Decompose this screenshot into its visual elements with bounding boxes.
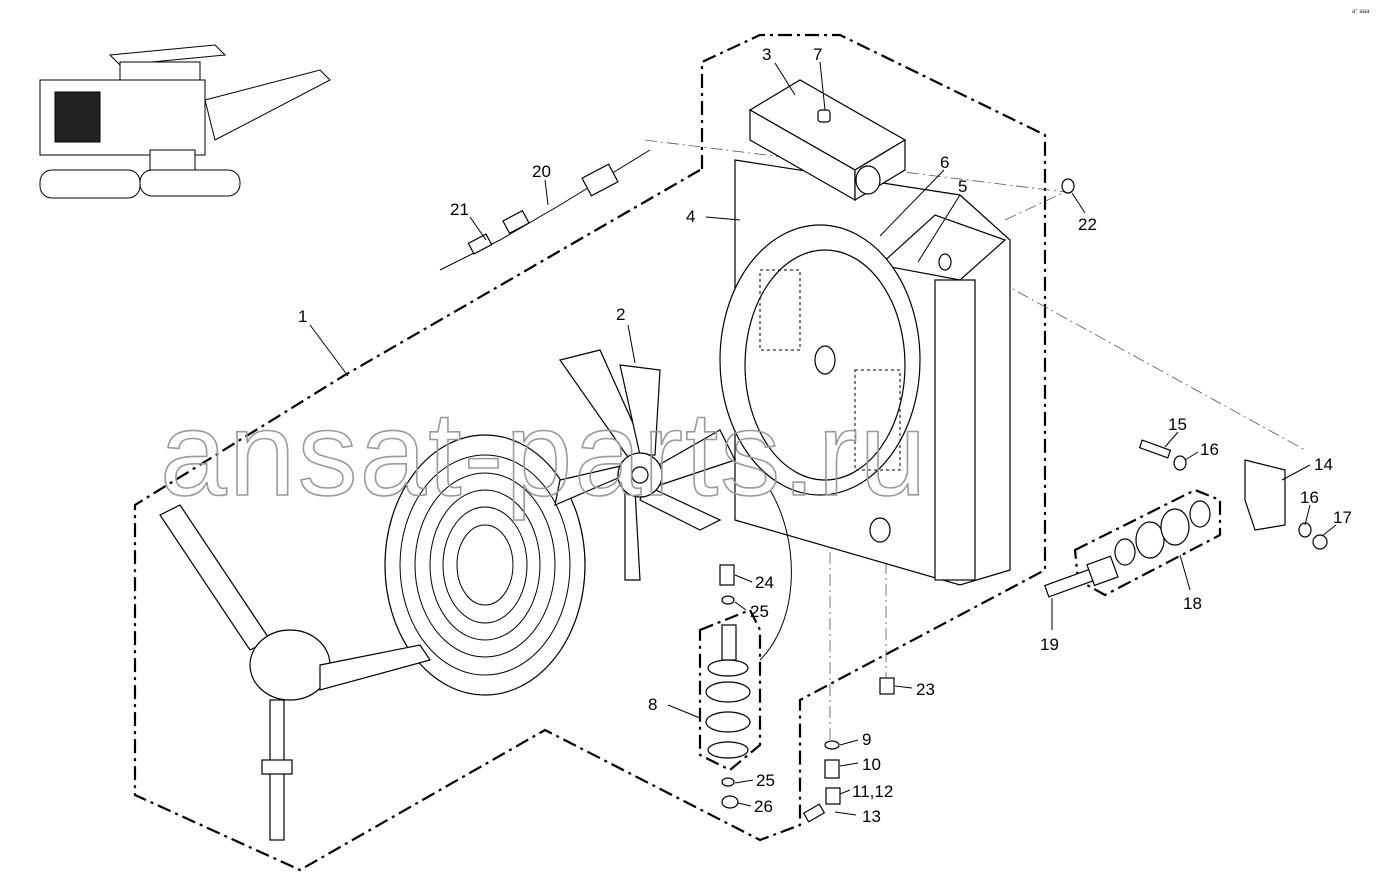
drain-fittings [802, 677, 895, 823]
assembly-1-boundary [133, 33, 1047, 872]
callout-labels: 1 2 3 4 5 6 7 8 9 10 11,12 13 14 15 16 1… [298, 45, 1352, 826]
leader-lines [309, 61, 1337, 816]
radiator-assembly [719, 159, 1011, 586]
callout-14: 14 [1314, 455, 1333, 474]
callout-13: 13 [862, 807, 881, 826]
callout-18: 18 [1183, 594, 1202, 613]
callout-11-12: 11,12 [852, 782, 893, 801]
watermark: ansat-parts.ru [160, 387, 928, 521]
callout-2: 2 [616, 305, 625, 324]
callout-16b: 16 [1300, 488, 1319, 507]
sensor-harness [439, 149, 651, 271]
callout-3: 3 [762, 45, 771, 64]
callout-16a: 16 [1200, 440, 1219, 459]
mount-stack [705, 564, 751, 809]
callout-17: 17 [1333, 508, 1352, 527]
callout-6: 6 [940, 153, 949, 172]
side-mount-parts [1043, 178, 1328, 598]
callout-9: 9 [862, 730, 871, 749]
callout-25b: 25 [756, 771, 775, 790]
callout-20: 20 [532, 162, 551, 181]
callout-21: 21 [450, 200, 469, 219]
callout-4: 4 [686, 207, 695, 226]
corner-code: a° aaa [1352, 9, 1370, 15]
callout-7: 7 [813, 45, 822, 64]
callout-10: 10 [862, 755, 881, 774]
callout-25a: 25 [750, 602, 769, 621]
callout-5: 5 [958, 177, 967, 196]
callout-1: 1 [298, 307, 307, 326]
callout-26: 26 [754, 797, 773, 816]
fan-guard [384, 434, 586, 696]
callout-22: 22 [1078, 215, 1097, 234]
support-bracket [159, 504, 431, 841]
callout-24: 24 [755, 573, 774, 592]
callout-23: 23 [916, 680, 935, 699]
assembly-8-boundary [698, 608, 762, 772]
machine-thumbnail [39, 44, 331, 199]
expansion-tank [748, 79, 907, 202]
fan [554, 349, 736, 581]
callout-15: 15 [1168, 415, 1187, 434]
callout-8: 8 [648, 695, 657, 714]
callout-19: 19 [1040, 635, 1059, 654]
